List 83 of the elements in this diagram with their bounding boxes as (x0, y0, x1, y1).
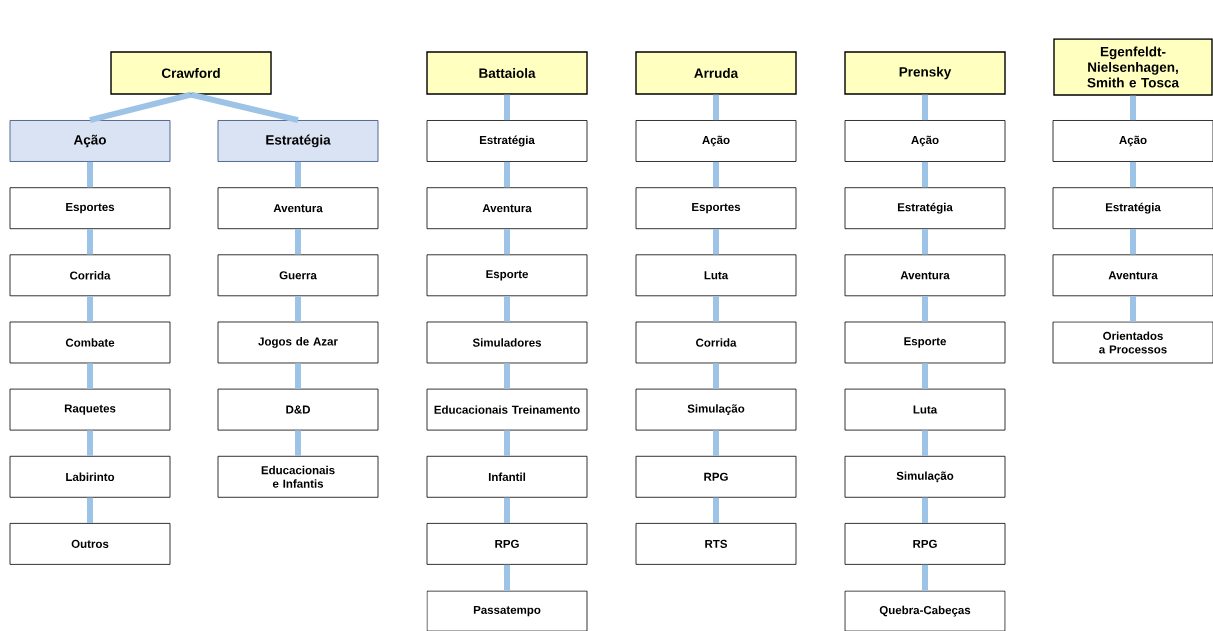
connector-line (713, 94, 719, 121)
connector-line (713, 363, 719, 389)
genre-box: Infantil (426, 455, 588, 498)
genre-box: Aventura (844, 254, 1006, 297)
connector-line (713, 430, 719, 456)
genre-box: Aventura (426, 187, 588, 230)
genre-box: Luta (844, 388, 1006, 431)
author-box: Egenfeldt-Nielsenhagen, Smith e Tosca (1053, 38, 1213, 96)
genre-box: Simuladores (426, 321, 588, 364)
genre-box: Esporte (426, 254, 588, 297)
connector-line (295, 296, 301, 322)
category-box: Estratégia (217, 120, 379, 162)
genre-box: Estratégia (426, 120, 588, 162)
connector-line (922, 430, 928, 456)
connector-line (1130, 161, 1136, 188)
genre-box: Combate (9, 321, 171, 364)
genre-box: Simulação (635, 388, 797, 431)
genre-box: D&D (217, 388, 379, 431)
connector-line (504, 430, 510, 456)
connector-line (922, 497, 928, 523)
genre-box: Ação (1052, 120, 1213, 162)
connector-line (1130, 95, 1136, 121)
genre-box: Orientados a Processos (1052, 321, 1213, 364)
connector-line (87, 497, 93, 523)
genre-box: RPG (844, 523, 1006, 565)
genre-box: Educacionais e Infantis (217, 455, 379, 498)
genre-box: Esportes (9, 187, 171, 230)
author-box: Crawford (110, 51, 272, 95)
genre-box: Raquetes (9, 388, 171, 431)
genre-box: RPG (635, 455, 797, 498)
genre-box: Esportes (635, 187, 797, 230)
connector-line (1130, 296, 1136, 322)
connector-line (922, 296, 928, 322)
connector-line (713, 296, 719, 322)
genre-box: Outros (9, 523, 171, 565)
connector-line (504, 564, 510, 591)
genre-box: RTS (635, 523, 797, 565)
connector-line (295, 161, 301, 188)
genre-box: Estratégia (844, 187, 1006, 230)
genre-box: Aventura (217, 187, 379, 230)
genre-box: Simulação (844, 455, 1006, 498)
genre-box: Passatempo (426, 590, 588, 631)
connector-line (922, 564, 928, 591)
connector-line (87, 161, 93, 188)
genre-box: Labirinto (9, 455, 171, 498)
genre-box: Corrida (9, 254, 171, 297)
genre-box: Esporte (844, 321, 1006, 364)
connector-line (504, 497, 510, 523)
connector-line (922, 363, 928, 389)
genre-box: Luta (635, 254, 797, 297)
author-box: Arruda (635, 51, 797, 95)
genre-box: Quebra-Cabeças (844, 590, 1006, 631)
connector-line (295, 363, 301, 389)
connector-line (922, 94, 928, 121)
genre-box: Guerra (217, 254, 379, 297)
connector-line (713, 161, 719, 188)
genre-box: Jogos de Azar (217, 321, 379, 364)
genre-box: Ação (635, 120, 797, 162)
connector-line (295, 229, 301, 255)
connector-line (1130, 229, 1136, 255)
connector-line (922, 161, 928, 188)
connector-line (87, 430, 93, 456)
genre-box: Educacionais Treinamento (426, 388, 588, 431)
connector-line (295, 430, 301, 456)
connector-line (713, 229, 719, 255)
author-box: Battaiola (426, 51, 588, 95)
category-box: Ação (9, 120, 171, 162)
genre-box: Aventura (1052, 254, 1213, 297)
genre-box: Estratégia (1052, 187, 1213, 230)
connector-line (922, 229, 928, 255)
connector-line (713, 497, 719, 523)
connector-line (87, 229, 93, 255)
genre-box: Corrida (635, 321, 797, 364)
genre-box: Ação (844, 120, 1006, 162)
connector-line (504, 229, 510, 255)
genre-box: RPG (426, 523, 588, 565)
connector-line (504, 161, 510, 188)
connector-line (87, 296, 93, 322)
connector-line (87, 363, 93, 389)
author-box: Prensky (844, 51, 1006, 95)
connector-line (504, 94, 510, 121)
connector-line (504, 363, 510, 389)
connector-line (504, 296, 510, 322)
